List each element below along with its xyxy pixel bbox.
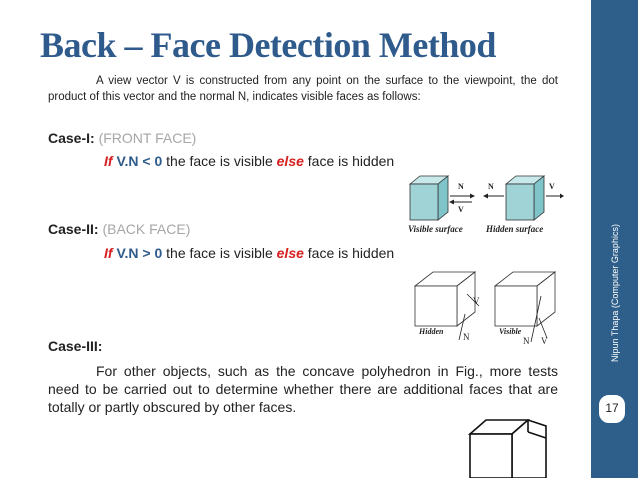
case-2-if: If (104, 245, 113, 261)
case-2-condition: If V.N > 0 the face is visible else face… (104, 245, 394, 261)
case-3-heading: Case-III: (48, 338, 102, 354)
case-2-expr: V.N > 0 (116, 245, 163, 261)
view-vector-hidden (466, 293, 480, 307)
case-1-heading: Case-I: (FRONT FACE) (48, 130, 196, 146)
case-1-expr: V.N < 0 (116, 153, 163, 169)
figure-visible-hidden-cubes: N V N V Visible surface Hidden surface (408, 175, 564, 234)
caption-hidden: Hidden (418, 327, 444, 336)
label-v-right: V (549, 182, 555, 191)
case-1-label: Case-I: (48, 130, 95, 146)
case-2-heading: Case-II: (BACK FACE) (48, 221, 190, 237)
visible-box (493, 271, 557, 327)
case-1-mid: the face is visible (166, 153, 273, 169)
case-3-paragraph: For other objects, such as the concave p… (48, 363, 558, 415)
label-n-left: N (458, 182, 464, 191)
hidden-cube (504, 175, 546, 221)
page-number: 17 (605, 401, 619, 415)
case-1-else: else (276, 153, 304, 169)
page-number-badge (597, 393, 627, 425)
view-vector-visible (530, 295, 542, 343)
visible-cube (408, 175, 450, 221)
case-2-mid: the face is visible (166, 245, 273, 261)
case-2-end: face is hidden (307, 245, 395, 261)
author-text: Nipun Thapa (Computer Graphics) (610, 224, 620, 362)
case-2-label: Case-II: (48, 221, 99, 237)
normal-vector-visible (538, 317, 548, 339)
slide-title: Back – Face Detection Method (40, 25, 496, 65)
caption-hidden-surface: Hidden surface (485, 224, 543, 234)
case-2-subtitle: (BACK FACE) (102, 221, 191, 237)
polyhedron-side-face (511, 419, 547, 478)
author-label: Nipun Thapa (Computer Graphics) (605, 218, 625, 368)
caption-visible-surface: Visible surface (408, 224, 463, 234)
label-n-hidden: N (463, 332, 470, 342)
case-1-condition: If V.N < 0 the face is visible else face… (104, 153, 394, 169)
hidden-box (413, 271, 477, 327)
case-2-else: else (276, 245, 304, 261)
normal-vector-hidden (458, 313, 466, 341)
label-v-visible: V (541, 336, 548, 346)
label-v-left: V (458, 205, 464, 214)
case-1-if: If (104, 153, 113, 169)
case-1-subtitle: (FRONT FACE) (98, 130, 197, 146)
label-n-right: N (488, 182, 494, 191)
polyhedron-front-face (469, 433, 513, 478)
label-v-hidden: V (473, 296, 480, 306)
caption-visible: Visible (499, 327, 522, 336)
figure-concave-polyhedron (467, 419, 547, 478)
intro-paragraph: A view vector V is constructed from any … (48, 75, 558, 103)
figure-hidden-visible-boxes: V N Hidden N V Visible (413, 271, 557, 346)
case-3-label: Case-III: (48, 338, 103, 354)
label-n-visible: N (523, 336, 530, 346)
case-1-end: face is hidden (307, 153, 395, 169)
